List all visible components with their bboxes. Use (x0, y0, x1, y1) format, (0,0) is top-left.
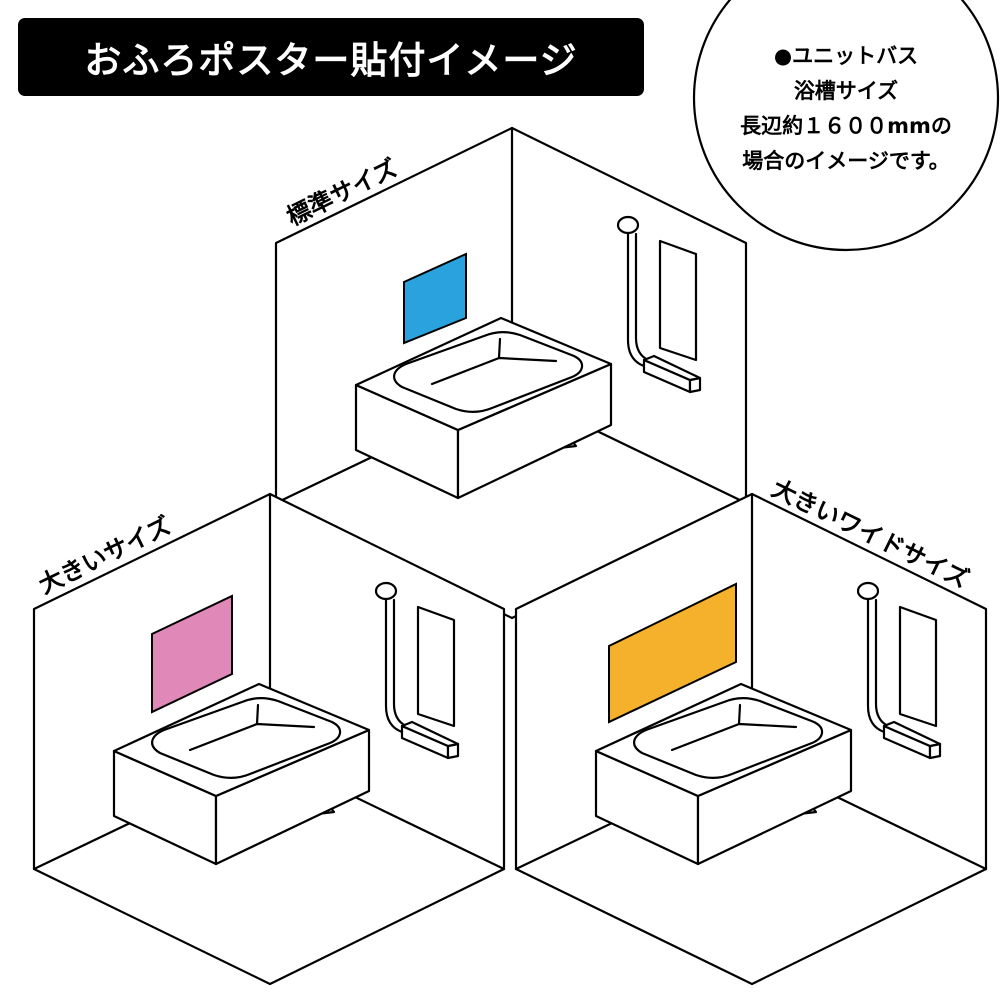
room-large-wide (514, 492, 988, 986)
poster-standard (403, 252, 467, 345)
note-line-4: 場合のイメージです。 (742, 149, 949, 173)
note-line-1: ●ユニットバス (774, 44, 918, 68)
note-line-3: 長辺約１６００mmの (740, 114, 952, 138)
poster-large-wide (608, 582, 737, 724)
room-standard (274, 126, 748, 620)
poster-large (151, 594, 233, 714)
note-line-2: 浴槽サイズ (794, 79, 898, 103)
room-large (32, 492, 506, 986)
page-title: おふろポスター貼付イメージ (84, 39, 578, 82)
note-bubble (692, 0, 1000, 252)
title-banner: おふろポスター貼付イメージ (18, 18, 644, 96)
